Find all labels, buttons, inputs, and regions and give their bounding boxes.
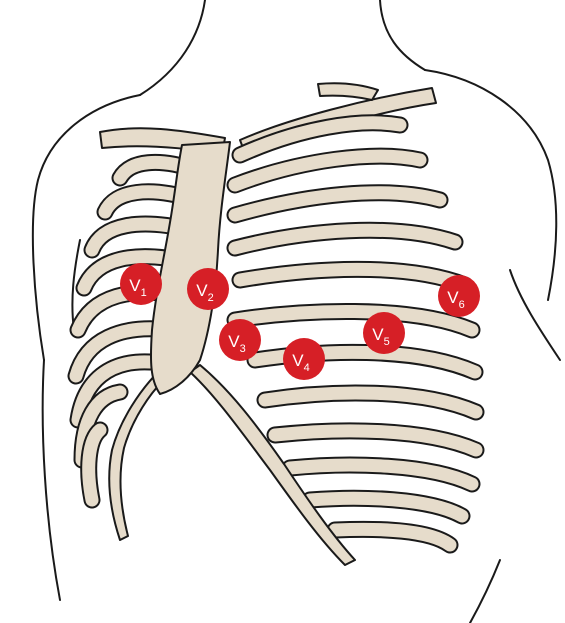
neck-right-line: [380, 0, 425, 70]
electrode-v6: V6: [438, 275, 480, 317]
electrode-v1: V1: [120, 263, 162, 305]
right-torso-line: [470, 560, 500, 623]
neck-left-line: [140, 0, 205, 95]
electrode-v5: V5: [363, 312, 405, 354]
right-ribs: [235, 123, 476, 545]
electrode-v4: V4: [283, 338, 325, 380]
right-shoulder-line: [425, 70, 556, 300]
right-clavicle-tip: [318, 83, 378, 100]
electrode-v3: V3: [219, 319, 261, 361]
left-torso-line: [43, 360, 60, 600]
sternum: [151, 142, 230, 394]
right-arm-line: [510, 270, 560, 360]
electrode-v2: V2: [187, 268, 229, 310]
